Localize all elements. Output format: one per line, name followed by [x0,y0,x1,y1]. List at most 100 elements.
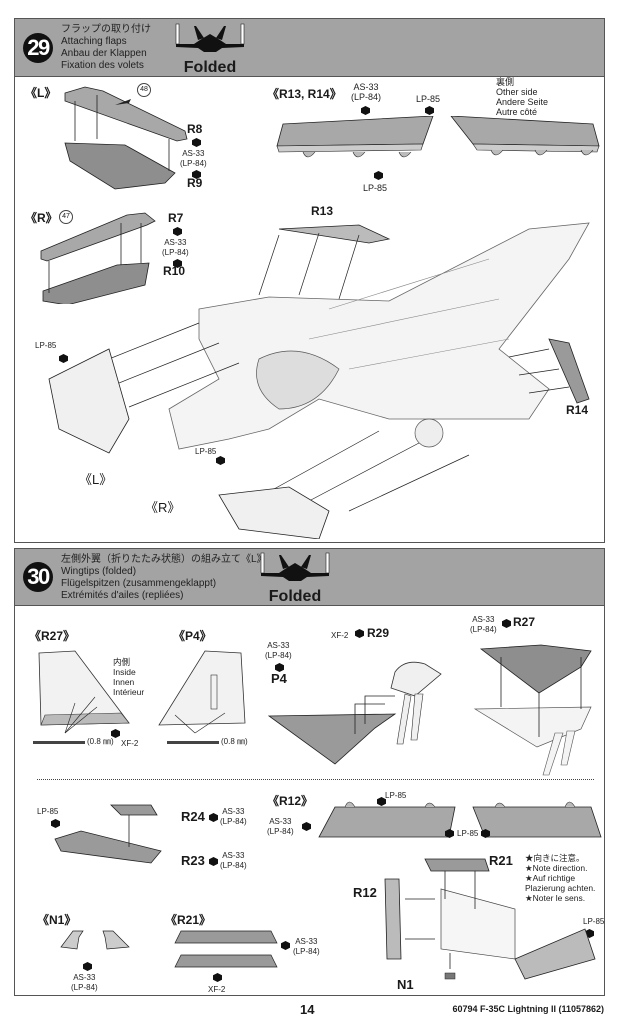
n1-parts [60,930,130,950]
paint-dot [302,822,311,831]
part-r29: R29 [367,626,390,640]
part-r27: R27 [513,615,536,629]
paint-xf2: XF-2 [121,739,139,748]
direction-note: ★向きに注意。 ★Note direction. ★Auf richtige P… [525,853,596,903]
paint-as33-b: AS-33(LP-84) [162,238,189,257]
p4-inside-view [158,650,246,734]
n1-paint: AS-33(LP-84) [71,973,98,992]
kit-info: 60794 F-35C Lightning II (11057862) [452,1004,604,1014]
paint-dot [355,629,364,638]
paint-dot [361,106,370,115]
paint-dot [481,829,490,838]
folded-aircraft-icon [260,552,330,581]
group-label-r21: 《R21》 [165,913,212,927]
left-flap-assembly [64,86,188,190]
part-r14: R14 [566,403,589,417]
r23-paint: AS-33(LP-84) [220,851,247,870]
paint-dot [209,857,218,866]
paint-as33-a: AS-33(LP-84) [180,149,207,168]
folded-badge: Folded [170,22,250,77]
folded-aircraft-icon [175,23,245,52]
r29-paint: XF-2 [331,631,349,640]
drill-size-b: (0.8 ㎜) [221,737,248,746]
step-30-panel: 30 左側外翼（折りたたみ状態）の組み立て《L》 Wingtips (folde… [14,548,605,996]
title-ja: 左側外翼（折りたたみ状態）の組み立て《L》 [61,554,267,565]
other-side-note: 裏側 Other side Andere Seite Autre côté [496,77,549,117]
r27-assembly [473,644,592,776]
folded-badge: Folded [255,551,335,606]
r12-paint: AS-33(LP-84) [267,817,294,836]
r23-r24-assembly [54,804,162,864]
wingtip-final-assembly [384,858,596,980]
paint-dot [502,619,511,628]
flap-label-l: 《L》 [79,472,113,487]
drill-bit-icon [33,741,85,744]
paint-dot [173,227,182,236]
paint-as33-c: AS-33(LP-84) [351,82,382,102]
paint-dot [192,138,201,147]
r12-lp85-mid: LP-85 [457,829,479,838]
p4-paint: AS-33(LP-84) [265,641,292,660]
step-title: フラップの取り付け Attaching flaps Anbau der Klap… [61,24,151,72]
step-number: 30 [23,562,53,592]
title-ja: フラップの取り付け [61,24,151,35]
step-29-panel: 29 フラップの取り付け Attaching flaps Anbau der K… [14,18,605,543]
r24-paint: AS-33(LP-84) [220,807,247,826]
step-30-header: 30 左側外翼（折りたたみ状態）の組み立て《L》 Wingtips (folde… [15,549,604,606]
section-divider [37,779,594,780]
p4-r29-assembly [267,661,442,765]
part-r7: R7 [168,211,184,225]
r21-xf2: XF-2 [208,985,226,994]
group-label-r: 《R》 [25,211,58,225]
part-r23: R23 [181,853,205,868]
page-number: 14 [300,1002,315,1017]
group-label-r27: 《R27》 [29,629,76,643]
step-title: 左側外翼（折りたたみ状態）の組み立て《L》 Wingtips (folded) … [61,554,267,602]
r21-parts [174,930,278,968]
part-n1: N1 [397,977,414,992]
r12-views [318,801,602,838]
paint-dot [213,973,222,982]
paint-lp85-d: LP-85 [195,447,217,456]
r13-r14-flaps [276,116,600,158]
part-r10: R10 [163,264,186,278]
paint-lp85-a: LP-85 [416,94,441,104]
paint-dot [425,106,434,115]
paint-dot [281,941,290,950]
part-r12: R12 [353,885,377,900]
drill-bit-icon [167,741,219,744]
group-label-r12: 《R12》 [267,794,314,808]
group-label-r13-r14: 《R13, R14》 [267,87,342,101]
paint-lp85-c: LP-85 [35,341,57,350]
step-number: 29 [23,33,53,63]
lp85-right: LP-85 [583,917,605,926]
drill-size-a: (0.8 ㎜) [87,737,114,746]
paint-dot [209,813,218,822]
paint-dot [111,729,120,738]
paint-dot [59,354,68,363]
paint-dot [192,170,201,179]
step-29-header: 29 フラップの取り付け Attaching flaps Anbau der K… [15,19,604,77]
inside-note: 内側 Inside Innen Intérieur [113,657,145,697]
title-fr: Extrémités d'ailes (repliées) [61,590,184,601]
r27-inside-view [38,650,130,734]
paint-dot [374,171,383,180]
title-de: Anbau der Klappen [61,48,147,59]
title-en: Wingtips (folded) [61,566,137,577]
title-fr: Fixation des volets [61,60,144,71]
part-p4: P4 [271,671,287,686]
r12-lp85-top: LP-85 [385,791,407,800]
folded-label: Folded [183,59,237,76]
paint-dot [51,819,60,828]
part-r9: R9 [187,176,203,190]
decal-47-marker: 47 [59,210,73,224]
paint-dot [216,456,225,465]
paint-lp85-b: LP-85 [363,183,388,193]
r21-paint: AS-33(LP-84) [293,937,320,956]
paint-dot [377,797,386,806]
group-label-p4: 《P4》 [173,629,212,643]
part-r13: R13 [311,204,334,218]
part-r8: R8 [187,122,203,136]
lp85-r24: LP-85 [37,807,59,816]
flap-label-r: 《R》 [145,500,181,515]
